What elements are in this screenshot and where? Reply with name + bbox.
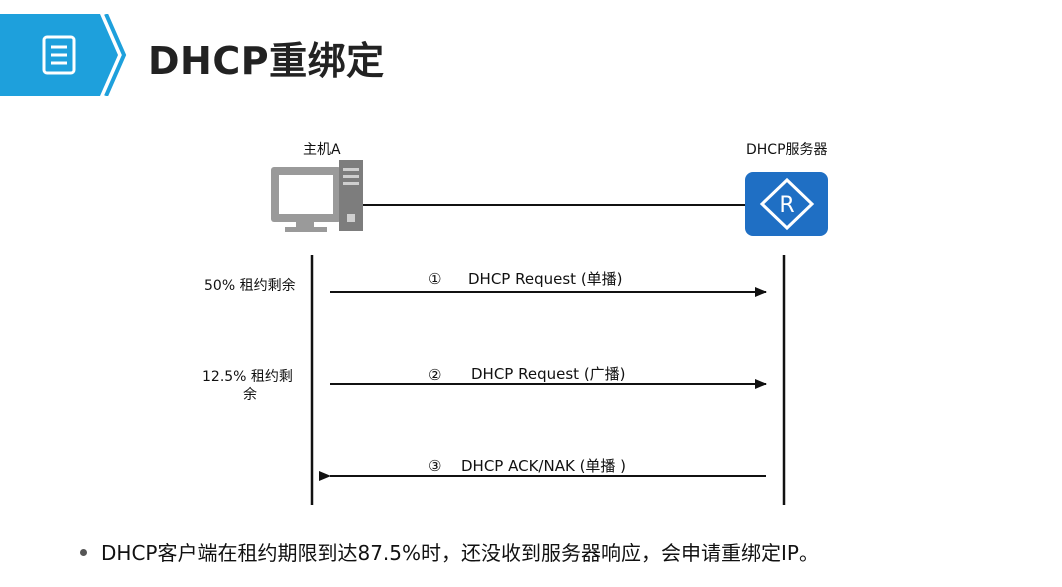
- bullet-dot: [80, 549, 87, 556]
- bullet-text: DHCP客户端在租约期限到达87.5%时，还没收到服务器响应，会申请重绑定IP。: [101, 541, 819, 565]
- computer-icon: [271, 160, 363, 232]
- message-number-2: ②: [428, 366, 442, 384]
- document-icon: [42, 35, 76, 75]
- router-icon: R: [745, 172, 828, 236]
- lease-note-12-5-line2: 余: [243, 387, 257, 403]
- page-title: DHCP重绑定: [148, 39, 385, 83]
- server-label: DHCP服务器: [746, 142, 828, 158]
- message-label-2: DHCP Request (广播): [471, 365, 626, 383]
- lease-note-12-5-line1: 12.5% 租约剩: [202, 369, 293, 385]
- message-number-1: ①: [428, 270, 442, 288]
- host-label: 主机A: [303, 142, 341, 158]
- header-banner: [0, 14, 127, 96]
- svg-text:R: R: [779, 193, 794, 218]
- bullet-item: DHCP客户端在租约期限到达87.5%时，还没收到服务器响应，会申请重绑定IP。: [80, 537, 819, 566]
- lease-note-50: 50% 租约剩余: [204, 278, 296, 294]
- message-number-3: ③: [428, 457, 442, 475]
- message-label-1: DHCP Request (单播): [468, 270, 623, 288]
- message-label-3: DHCP ACK/NAK (单播 ): [461, 457, 627, 475]
